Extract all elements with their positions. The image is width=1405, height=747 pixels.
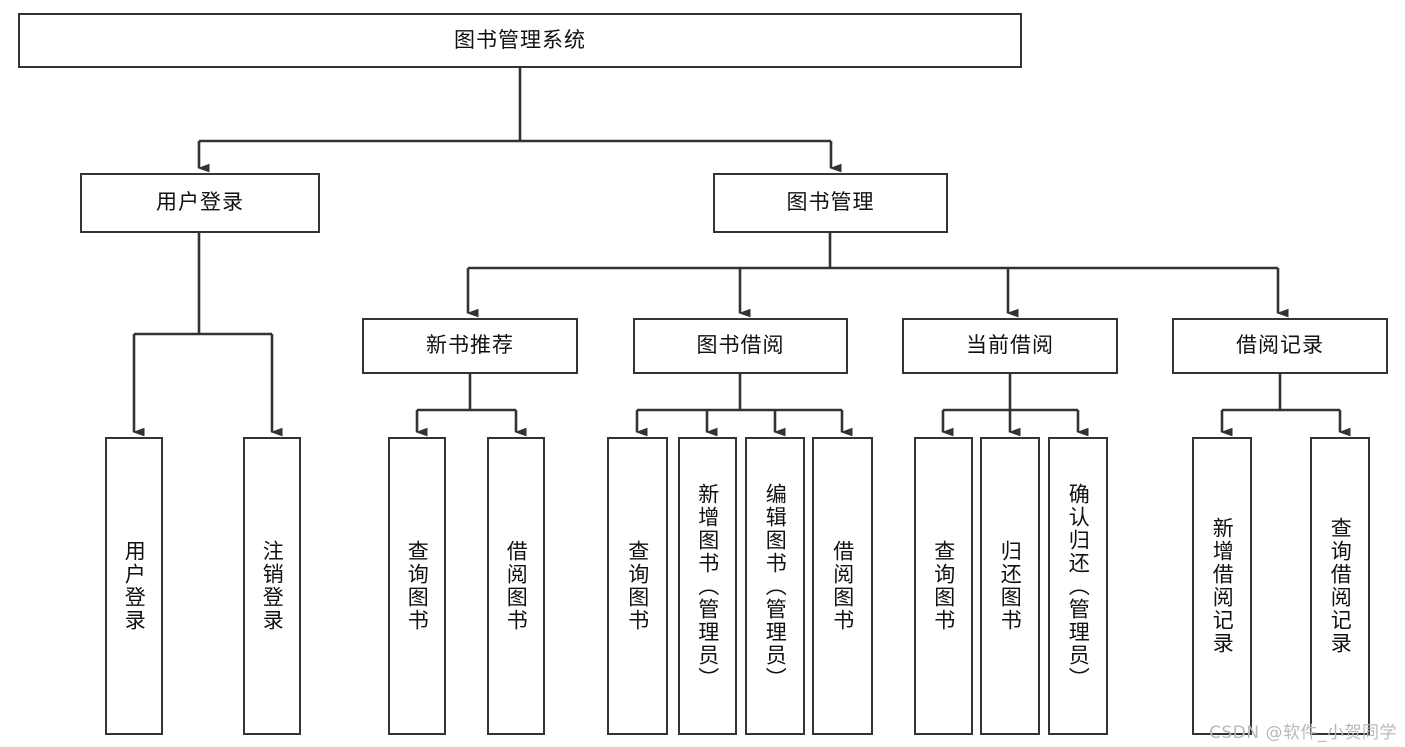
node-book-borrow[interactable]: 图书借阅	[633, 318, 848, 374]
node-root-system[interactable]: 图书管理系统	[18, 13, 1022, 68]
node-label: 归还图书	[998, 540, 1023, 632]
leaf-user-logout[interactable]: 注销登录	[243, 437, 301, 735]
node-label: 确认归还（管理员）	[1066, 482, 1091, 690]
node-label: 借阅图书	[830, 540, 855, 632]
node-book-manage[interactable]: 图书管理	[713, 173, 948, 233]
node-label: 用户登录	[122, 540, 147, 632]
leaf-edit-book[interactable]: 编辑图书（管理员）	[745, 437, 805, 735]
leaf-confirm-return[interactable]: 确认归还（管理员）	[1048, 437, 1108, 735]
node-label: 编辑图书（管理员）	[763, 482, 788, 690]
node-label: 图书管理系统	[454, 27, 586, 52]
node-new-book-recommend[interactable]: 新书推荐	[362, 318, 578, 374]
node-borrow-record[interactable]: 借阅记录	[1172, 318, 1388, 374]
leaf-query-record[interactable]: 查询借阅记录	[1310, 437, 1370, 735]
leaf-borrow-book-1[interactable]: 借阅图书	[487, 437, 545, 735]
node-label: 新书推荐	[426, 333, 514, 358]
node-label: 查询图书	[931, 540, 956, 632]
node-label: 用户登录	[156, 190, 244, 215]
node-label: 图书管理	[786, 190, 875, 215]
leaf-add-record[interactable]: 新增借阅记录	[1192, 437, 1252, 735]
node-label: 查询图书	[405, 540, 430, 632]
node-user-login[interactable]: 用户登录	[80, 173, 320, 233]
leaf-user-login[interactable]: 用户登录	[105, 437, 163, 735]
node-current-borrow[interactable]: 当前借阅	[902, 318, 1118, 374]
node-label: 借阅记录	[1236, 333, 1324, 358]
node-label: 注销登录	[260, 540, 285, 632]
leaf-borrow-book-2[interactable]: 借阅图书	[812, 437, 873, 735]
leaf-query-book-1[interactable]: 查询图书	[388, 437, 446, 735]
leaf-return-book[interactable]: 归还图书	[980, 437, 1040, 735]
leaf-query-book-2[interactable]: 查询图书	[607, 437, 668, 735]
node-label: 当前借阅	[966, 333, 1054, 358]
leaf-add-book[interactable]: 新增图书（管理员）	[678, 437, 737, 735]
node-label: 新增借阅记录	[1210, 517, 1235, 655]
node-label: 查询图书	[625, 540, 650, 632]
node-label: 查询借阅记录	[1328, 517, 1353, 655]
node-label: 借阅图书	[504, 540, 529, 632]
node-label: 新增图书（管理员）	[695, 482, 720, 690]
leaf-query-book-3[interactable]: 查询图书	[914, 437, 973, 735]
node-label: 图书借阅	[696, 333, 785, 358]
